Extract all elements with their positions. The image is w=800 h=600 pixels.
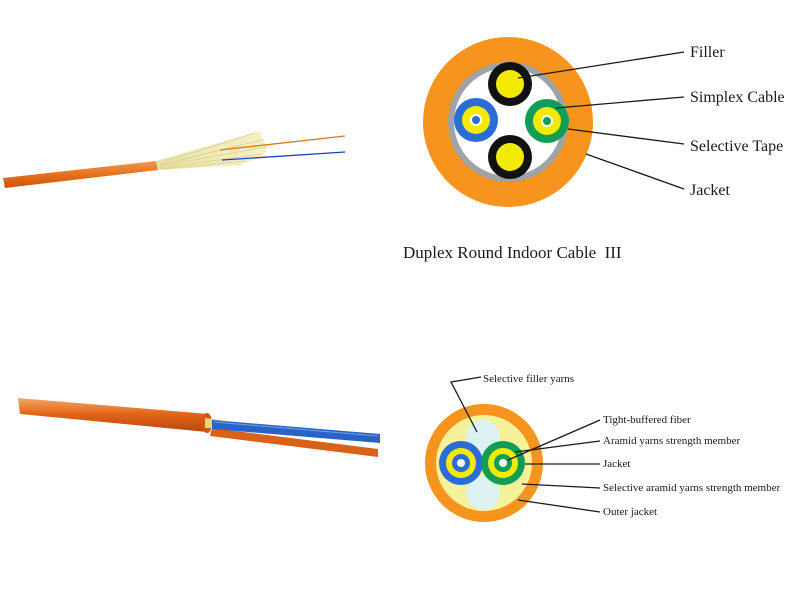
label-tight-buffered-fiber: Tight-buffered fiber [603,414,691,426]
cross-section-aramid: Selective filler yarns Tight-buffered fi… [425,373,780,522]
label-aramid-yarns: Aramid yarns strength member [603,435,740,447]
leader-outer-jacket [517,499,601,513]
leader-tight-buffered [507,419,601,461]
leader-filler-yarns [450,376,482,433]
tight-buffered-fiber-green [481,441,525,485]
simplex-cable-green [525,99,569,143]
orange-fiber-strand [219,135,346,151]
cross-section-duplex-round: Filler Simplex Cable Selective Tape Jack… [403,37,785,262]
label-filler: Filler [690,44,725,61]
cable-photo-fanout [3,131,346,188]
label-jacket-inner: Jacket [603,458,630,470]
leader-aramid [514,440,601,453]
tight-buffered-fiber-blue [439,441,483,485]
label-selective-filler-yarns: Selective filler yarns [483,373,574,385]
cable-photo-duplex [18,398,380,457]
blue-fiber-strand [221,151,346,161]
leader-selective-aramid [521,483,601,489]
leader-simplex [555,96,685,109]
filler-yarn-bottom [466,476,500,510]
leader-jacket [585,153,685,190]
label-outer-jacket: Outer jacket [603,506,657,518]
label-simplex-cable: Simplex Cable [690,89,785,106]
label-selective-tape: Selective Tape [690,138,783,155]
label-selective-aramid-yarns: Selective aramid yarns strength member [603,482,780,494]
diagram-caption: Duplex Round Indoor Cable III [403,243,622,262]
simplex-cable-blue [454,98,498,142]
leader-filler [517,51,685,79]
label-jacket: Jacket [690,182,731,199]
leader-tape [567,128,685,145]
